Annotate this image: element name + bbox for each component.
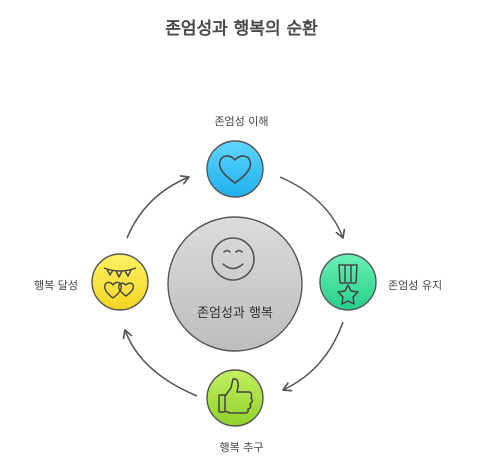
node-top-label: 존엄성 이해 [214,115,269,128]
heart-icon [218,155,252,184]
node-bottom [206,369,264,427]
arrow-top-to-right [279,176,346,239]
medal-icon [337,264,359,305]
diagram-title: 존엄성과 행복의 순환 [165,19,318,39]
node-right-label: 존엄성 유지 [388,279,443,292]
node-right [319,253,377,311]
thumbs-up-icon [218,378,254,414]
arrow-bottom-to-left [122,329,198,397]
hearts-bunting-icon [103,267,137,299]
node-top [206,140,264,198]
smiley-icon [211,237,255,281]
arrow-left-to-top [126,175,190,239]
center-label: 존엄성과 행복 [197,306,273,321]
node-left [91,253,149,311]
center-node [167,216,303,352]
node-bottom-label: 행복 추구 [219,441,264,454]
node-left-label: 행복 달성 [34,279,78,292]
arrow-right-to-bottom [282,321,344,392]
